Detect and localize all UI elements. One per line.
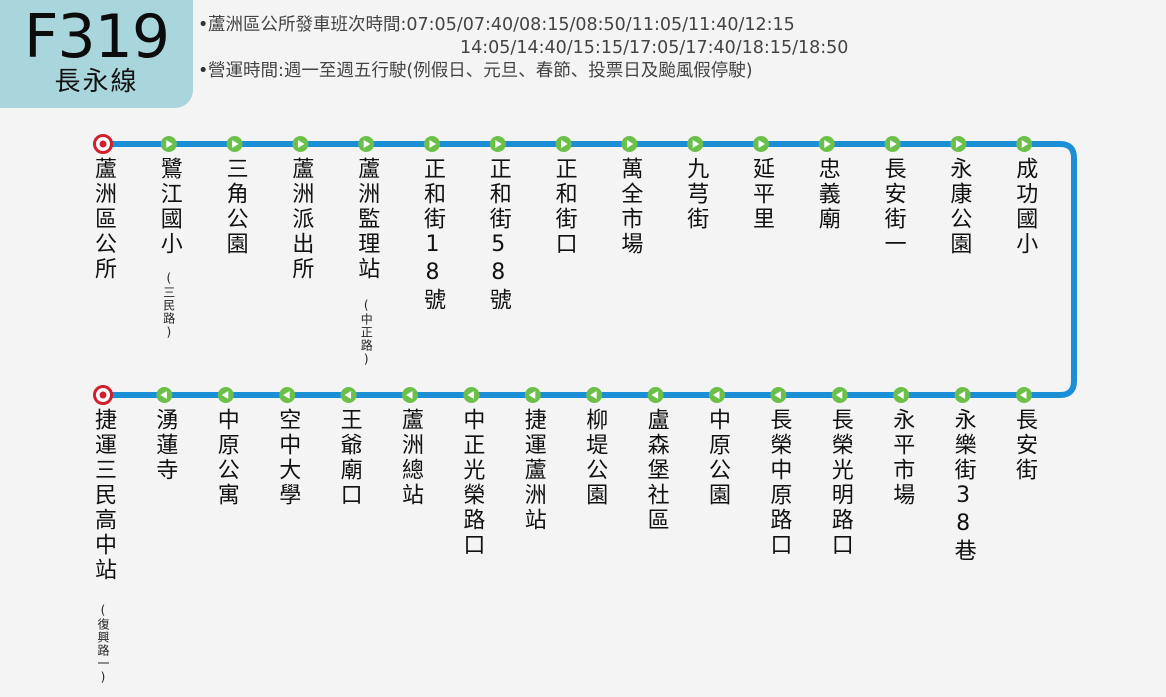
- operation-line: •營運時間:週一至週五行駛(例假日、元旦、春節、投票日及颱風假停駛): [198, 60, 848, 83]
- stops_top-stop-name: 九芎街: [683, 157, 709, 232]
- stop-marker[interactable]: [279, 387, 296, 403]
- schedule-line: •蘆洲區公所發車班次時間:07:05/07:40/08:15/08:50/11:…: [198, 14, 848, 37]
- stops_top-stop-name: 忠義廟: [814, 157, 840, 232]
- stop-marker[interactable]: [217, 387, 234, 403]
- stops_bottom-stop-note: (復興路一): [96, 603, 110, 685]
- stops_top-stop-name: 成功國小: [1012, 157, 1038, 257]
- stops_top-stop-name: 永康公園: [946, 157, 972, 257]
- stop-marker[interactable]: [647, 387, 664, 403]
- stop-marker[interactable]: [358, 136, 375, 152]
- operation-text: 營運時間:週一至週五行駛(例假日、元旦、春節、投票日及颱風假停駛): [208, 61, 753, 81]
- stop-marker[interactable]: [818, 136, 835, 152]
- stop-marker[interactable]: [770, 387, 787, 403]
- stop-marker[interactable]: [160, 136, 177, 152]
- schedule-text-continued: 14:05/14:40/15:15/17:05/17:40/18:15/18:5…: [460, 38, 849, 58]
- stops_top-stop-name: 蘆洲區公所: [91, 157, 116, 282]
- stops_top-stop-name: 正和街18號: [420, 157, 445, 313]
- stops_bottom-stop-name: 湧蓮寺: [152, 408, 178, 483]
- stops_bottom-stop-name: 柳堤公園: [582, 408, 608, 508]
- stops_top-stop-name: 蘆洲派出所: [288, 157, 314, 282]
- stop-marker[interactable]: [893, 387, 910, 403]
- stops_top-stop-note: (中正路): [359, 298, 374, 367]
- stops_bottom-stop-name: 空中大學: [275, 408, 301, 508]
- route-name: 長永線: [54, 67, 139, 97]
- stops_top-stop-name: 三角公園: [222, 157, 248, 257]
- stop-marker[interactable]: [292, 136, 309, 152]
- stop-marker[interactable]: [586, 387, 603, 403]
- stop-marker[interactable]: [709, 387, 725, 403]
- stops_bottom-stop-name: 蘆洲總站: [398, 408, 423, 508]
- stops_bottom-stop-name: 永樂街38巷: [950, 408, 976, 564]
- stop-marker[interactable]: [621, 136, 638, 152]
- route-number: F319: [23, 2, 170, 72]
- stops_bottom-stop-name: 捷運三民高中站: [91, 408, 116, 583]
- schedule-line-continued: 14:05/14:40/15:15/17:05/17:40/18:15/18:5…: [198, 37, 848, 60]
- route-line: [103, 141, 1077, 398]
- stops_bottom-stop-name: 長榮光明路口: [827, 408, 853, 558]
- stop-marker[interactable]: [687, 136, 704, 152]
- stop-marker[interactable]: [555, 136, 572, 152]
- stops_bottom-stop-name: 捷運蘆洲站: [520, 408, 546, 533]
- stop-marker[interactable]: [463, 387, 480, 403]
- schedule-text: 蘆洲區公所發車班次時間:07:05/07:40/08:15/08:50/11:0…: [208, 15, 795, 35]
- stop-marker[interactable]: [489, 136, 506, 152]
- bullet: •: [198, 15, 209, 35]
- route-info: •蘆洲區公所發車班次時間:07:05/07:40/08:15/08:50/11:…: [198, 14, 848, 83]
- bullet: •: [198, 61, 209, 81]
- stop-marker[interactable]: [831, 387, 848, 403]
- terminal-marker[interactable]: [93, 385, 113, 405]
- stops_bottom-stop-name: 長榮中原路口: [766, 408, 792, 558]
- stop-marker[interactable]: [524, 387, 541, 403]
- stops_bottom-stop-name: 王爺廟口: [336, 408, 362, 508]
- stops_bottom-stop-name: 盧森堡社區: [643, 408, 669, 533]
- stop-marker[interactable]: [226, 136, 243, 152]
- stops_top-stop-name: 正和街口: [551, 157, 577, 257]
- stop-marker[interactable]: [1016, 387, 1032, 403]
- stops_top-stop-name: 長安街一: [880, 157, 906, 257]
- stops_top-stop-name: 延平里: [749, 157, 774, 232]
- stop-marker[interactable]: [156, 387, 173, 403]
- stop-marker[interactable]: [340, 387, 357, 403]
- stops_top-stop-name: 蘆洲監理站: [354, 157, 380, 282]
- stop-marker[interactable]: [753, 136, 769, 152]
- stops_bottom-stop-name: 中原公寓: [213, 408, 239, 508]
- stops_bottom-stop-name: 長安街: [1012, 408, 1037, 483]
- stops_top-stop-name: 正和街58號: [485, 157, 511, 313]
- stop-marker[interactable]: [954, 387, 971, 403]
- stops_top-stop-name: 鷺江國小: [156, 157, 182, 257]
- stops_bottom-stop-name: 中原公園: [705, 408, 730, 508]
- stops_bottom-stop-name: 中正光榮路口: [459, 408, 485, 558]
- route-badge: F319 長永線: [0, 0, 193, 108]
- stops_top-stop-name: 萬全市場: [617, 157, 643, 257]
- stop-marker[interactable]: [884, 136, 901, 152]
- stop-marker[interactable]: [1016, 136, 1033, 152]
- terminal-marker[interactable]: [93, 134, 113, 154]
- stop-marker[interactable]: [402, 387, 418, 403]
- stops_bottom-stop-name: 永平市場: [889, 408, 915, 508]
- stop-marker[interactable]: [424, 136, 440, 152]
- stop-marker[interactable]: [950, 136, 967, 152]
- stops_top-stop-note: (三民路): [161, 271, 176, 340]
